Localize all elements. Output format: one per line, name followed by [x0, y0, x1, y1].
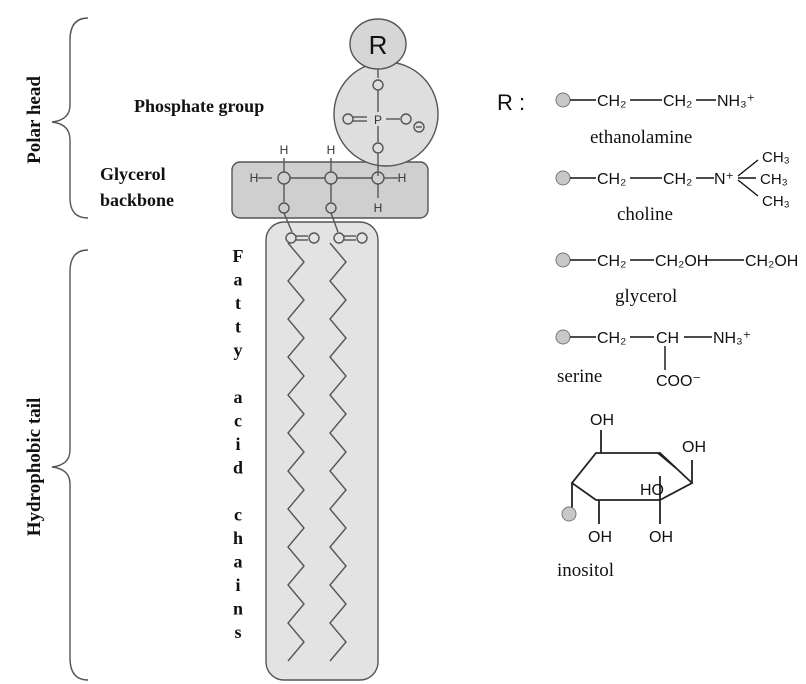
attachment-dot — [555, 252, 571, 268]
phosphate-group-label: Phosphate group — [134, 96, 264, 116]
fatty-acid-letter: t — [235, 317, 241, 337]
glycerol-group: CH₂ CH₂OH CH₂OH glycerol — [555, 252, 798, 307]
fatty-acid-letter: s — [234, 622, 241, 642]
fatty-acid-letter: c — [234, 505, 242, 525]
svg-text:H: H — [280, 143, 289, 157]
svg-text:OH: OH — [588, 529, 612, 546]
svg-text:CH₂: CH₂ — [663, 93, 692, 110]
attachment-dot — [555, 170, 571, 186]
svg-text:N⁺: N⁺ — [714, 171, 734, 188]
svg-text:CH₂OH: CH₂OH — [655, 253, 708, 270]
svg-text:H: H — [374, 201, 383, 215]
glycerol-atoms: H H H H H — [250, 143, 407, 233]
fatty-acid-letter: i — [235, 575, 240, 595]
fatty-acid-letter: a — [234, 387, 243, 407]
svg-text:CH₃: CH₃ — [762, 149, 790, 166]
svg-text:NH₃⁺: NH₃⁺ — [713, 330, 751, 347]
ethanolamine-group: CH₂ CH₂ NH₃⁺ ethanolamine — [555, 92, 755, 148]
fatty-acid-letter: F — [233, 246, 244, 266]
svg-text:NH₃⁺: NH₃⁺ — [717, 93, 755, 110]
attachment-dot — [555, 92, 571, 108]
hydrophobic-tail-brace — [51, 249, 89, 681]
svg-text:HO: HO — [640, 482, 664, 499]
svg-text:OH: OH — [649, 529, 673, 546]
inositol-name: inositol — [557, 560, 614, 581]
glycerol-label-line1: Glycerol — [100, 164, 166, 184]
attachment-dot — [555, 329, 571, 345]
polar-head-brace — [51, 17, 89, 219]
inositol-group: OH OH HO OH OH inositol — [557, 412, 706, 581]
svg-text:H: H — [327, 143, 336, 157]
serine-name: serine — [557, 366, 602, 387]
svg-text:OH: OH — [682, 439, 706, 456]
svg-text:CH₂: CH₂ — [663, 171, 692, 188]
svg-text:H: H — [398, 171, 407, 185]
fatty-acid-box — [265, 221, 379, 681]
svg-text:CH₃: CH₃ — [760, 171, 788, 188]
svg-text:H: H — [250, 171, 259, 185]
serine-group: CH₂ CH NH₃⁺ COO⁻ serine — [555, 329, 751, 390]
fatty-acid-letter: h — [233, 528, 243, 548]
ester-carbonyls — [285, 232, 368, 244]
phosphorus-atom: P — [374, 113, 382, 127]
negative-charge — [413, 121, 425, 133]
svg-text:CH₂: CH₂ — [597, 93, 626, 110]
fatty-acid-letter: i — [235, 434, 240, 454]
svg-text:CH₃: CH₃ — [762, 193, 790, 210]
glycerol-name: glycerol — [615, 286, 677, 307]
choline-group: CH₂ CH₂ N⁺ CH₃ CH₃ CH₃ choline — [555, 149, 790, 225]
ethanolamine-name: ethanolamine — [590, 127, 692, 148]
oxygen-atom — [400, 113, 412, 125]
fatty-acid-letter: a — [234, 552, 243, 572]
hydrophobic-tail-label: Hydrophobic tail — [24, 398, 45, 536]
svg-text:CH₂OH: CH₂OH — [745, 253, 798, 270]
fatty-acid-chain-1 — [287, 242, 305, 662]
svg-text:OH: OH — [590, 412, 614, 429]
svg-text:CH₂: CH₂ — [597, 253, 626, 270]
r-groups-heading: R : — [497, 90, 525, 115]
fatty-acid-letter: t — [235, 293, 241, 313]
oxygen-atom — [342, 113, 354, 125]
fatty-acid-letter: d — [233, 458, 243, 478]
choline-name: choline — [617, 204, 673, 225]
glycerol-label-line2: backbone — [100, 190, 174, 210]
polar-head-label: Polar head — [24, 76, 45, 164]
fatty-acid-chain-2 — [329, 242, 347, 662]
attachment-dot — [561, 506, 577, 522]
fatty-acid-letter: n — [233, 599, 243, 619]
svg-text:CH: CH — [656, 330, 679, 347]
r-group-symbol: R — [369, 30, 388, 60]
svg-text:COO⁻: COO⁻ — [656, 373, 701, 390]
svg-text:CH₂: CH₂ — [597, 330, 626, 347]
fatty-acid-letter: y — [234, 340, 243, 360]
phosphate-atoms: P — [342, 69, 425, 176]
fatty-acid-letter: c — [234, 411, 242, 431]
svg-text:CH₂: CH₂ — [597, 171, 626, 188]
fatty-acid-letter: a — [234, 270, 243, 290]
